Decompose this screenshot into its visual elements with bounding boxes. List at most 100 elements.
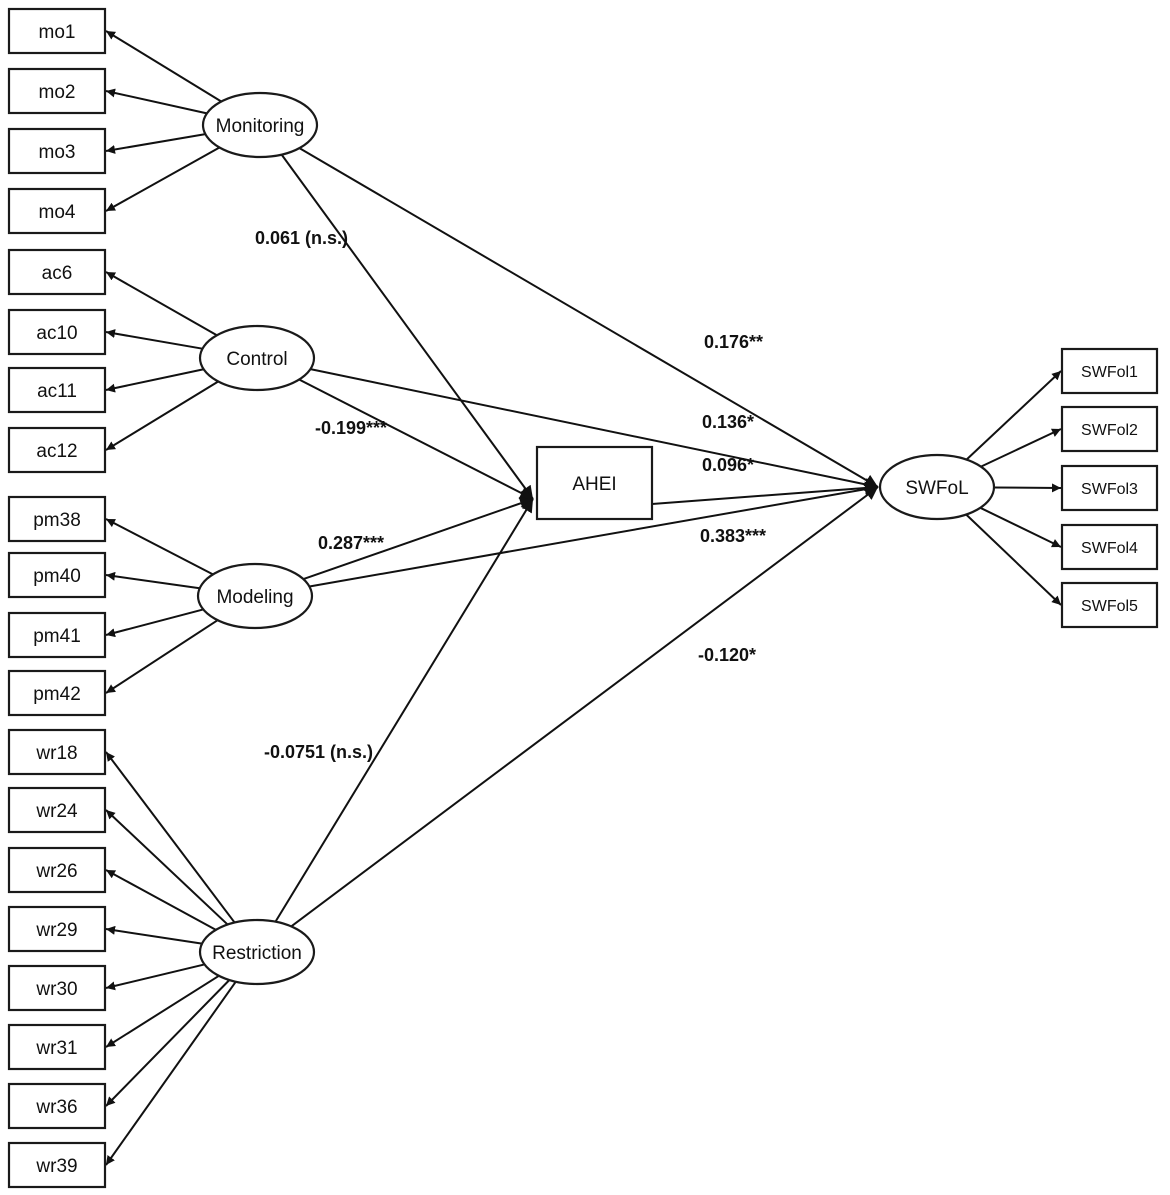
mediator-label: AHEI bbox=[572, 474, 616, 495]
indicator-label: SWFol1 bbox=[1081, 364, 1138, 381]
loading-arrow-SWFol1 bbox=[965, 370, 1062, 461]
indicator-box-mo2: mo2 bbox=[7, 67, 107, 115]
loading-arrow-SWFol5 bbox=[965, 513, 1062, 606]
loading-arrow-wr31 bbox=[105, 974, 220, 1048]
loading-arrow-SWFol3 bbox=[993, 483, 1062, 493]
latent-label: Restriction bbox=[212, 943, 302, 964]
loading-arrow-mo1 bbox=[105, 30, 222, 103]
indicator-box-wr18: wr18 bbox=[7, 728, 107, 776]
loading-arrow-ac11 bbox=[105, 368, 204, 393]
indicator-label: wr31 bbox=[35, 1038, 77, 1059]
indicator-box-SWFol1: SWFol1 bbox=[1060, 347, 1159, 395]
indicator-label: SWFol4 bbox=[1081, 540, 1138, 557]
indicator-box-SWFol4: SWFol4 bbox=[1060, 523, 1159, 571]
loading-arrow-wr24 bbox=[105, 809, 229, 926]
path-monitoring-to-swfol bbox=[298, 147, 879, 488]
mediator-box-ahei: AHEI bbox=[535, 445, 654, 521]
indicator-label: wr29 bbox=[35, 920, 77, 941]
latent-swfol: SWFoL bbox=[878, 453, 996, 521]
path-ahei-to-swfol bbox=[651, 481, 879, 505]
indicator-box-wr31: wr31 bbox=[7, 1023, 107, 1071]
indicator-box-pm40: pm40 bbox=[7, 551, 107, 599]
indicator-box-mo3: mo3 bbox=[7, 127, 107, 175]
coefficient-monitoring_swfol: 0.176** bbox=[704, 332, 763, 352]
indicator-label: ac10 bbox=[36, 323, 77, 344]
indicator-label: SWFol3 bbox=[1081, 481, 1138, 498]
indicator-label: ac11 bbox=[37, 381, 77, 402]
coefficient-control_ahei: -0.199*** bbox=[315, 418, 387, 438]
coefficient-ahei_swfol: 0.096* bbox=[702, 455, 754, 475]
indicator-label: pm40 bbox=[33, 566, 81, 587]
indicator-label: mo1 bbox=[39, 22, 76, 43]
indicator-label: wr26 bbox=[35, 861, 77, 882]
indicator-label: ac6 bbox=[42, 263, 73, 284]
loading-arrow-ac10 bbox=[105, 329, 203, 350]
indicator-box-pm42: pm42 bbox=[7, 669, 107, 717]
indicator-label: ac12 bbox=[36, 441, 77, 462]
indicator-label: SWFol2 bbox=[1081, 422, 1138, 439]
indicator-label: mo4 bbox=[39, 202, 76, 223]
loading-arrow-pm42 bbox=[105, 619, 219, 694]
indicator-label: wr39 bbox=[35, 1156, 77, 1177]
coefficient-modeling_ahei: 0.287*** bbox=[318, 533, 384, 553]
loading-arrow-mo3 bbox=[105, 133, 206, 154]
path-monitoring-to-ahei bbox=[280, 154, 534, 500]
indicator-box-ac6: ac6 bbox=[7, 248, 107, 296]
path-control-to-swfol bbox=[310, 368, 879, 491]
latent-monitoring: Monitoring bbox=[201, 91, 319, 159]
indicator-box-wr39: wr39 bbox=[7, 1141, 107, 1189]
loading-arrow-SWFol2 bbox=[980, 428, 1062, 468]
indicator-box-ac11: ac11 bbox=[7, 366, 107, 414]
indicator-box-SWFol5: SWFol5 bbox=[1060, 581, 1159, 629]
indicator-label: wr24 bbox=[35, 801, 78, 822]
loading-arrow-wr30 bbox=[105, 963, 205, 991]
indicator-box-wr29: wr29 bbox=[7, 905, 107, 953]
loading-arrow-wr26 bbox=[105, 869, 217, 931]
latent-control: Control bbox=[198, 324, 316, 392]
indicator-box-mo1: mo1 bbox=[7, 7, 107, 55]
latent-label: Monitoring bbox=[216, 116, 305, 137]
loading-arrow-pm40 bbox=[105, 571, 200, 590]
indicator-box-ac12: ac12 bbox=[7, 426, 107, 474]
indicator-label: mo3 bbox=[39, 142, 76, 163]
loading-arrow-wr39 bbox=[105, 981, 237, 1166]
indicator-label: wr18 bbox=[35, 743, 77, 764]
indicator-label: pm41 bbox=[33, 626, 81, 647]
path-restriction-to-ahei bbox=[274, 498, 534, 923]
loading-arrow-mo2 bbox=[105, 88, 208, 115]
latent-restriction: Restriction bbox=[198, 918, 316, 986]
path-modeling-to-ahei bbox=[303, 497, 534, 581]
loading-arrow-ac12 bbox=[105, 380, 219, 451]
latent-label: Control bbox=[226, 349, 287, 370]
indicator-label: wr30 bbox=[35, 979, 77, 1000]
indicator-box-wr26: wr26 bbox=[7, 846, 107, 894]
coefficient-modeling_swfol: 0.383*** bbox=[700, 526, 766, 546]
path-restriction-to-swfol bbox=[290, 486, 879, 928]
coefficient-restriction_ahei: -0.0751 (n.s.) bbox=[264, 742, 373, 762]
coefficient-monitoring_ahei: 0.061 (n.s.) bbox=[255, 228, 348, 248]
coefficient-restriction_swfol: -0.120* bbox=[698, 645, 756, 665]
latent-label: SWFoL bbox=[905, 478, 968, 499]
indicator-label: wr36 bbox=[35, 1097, 77, 1118]
indicator-box-SWFol2: SWFol2 bbox=[1060, 405, 1159, 453]
path-control-to-ahei bbox=[298, 378, 534, 500]
loading-arrow-wr29 bbox=[105, 925, 203, 945]
indicator-label: pm42 bbox=[33, 684, 81, 705]
indicator-label: pm38 bbox=[33, 510, 81, 531]
indicator-box-pm41: pm41 bbox=[7, 611, 107, 659]
indicator-box-mo4: mo4 bbox=[7, 187, 107, 235]
indicator-box-wr36: wr36 bbox=[7, 1082, 107, 1130]
loading-arrow-SWFol4 bbox=[979, 506, 1062, 548]
indicator-box-wr30: wr30 bbox=[7, 964, 107, 1012]
loading-arrow-pm41 bbox=[105, 608, 204, 638]
indicator-box-ac10: ac10 bbox=[7, 308, 107, 356]
latent-modeling: Modeling bbox=[196, 562, 314, 630]
indicator-box-SWFol3: SWFol3 bbox=[1060, 464, 1159, 512]
indicator-box-wr24: wr24 bbox=[7, 786, 107, 834]
path-modeling-to-swfol bbox=[309, 482, 879, 588]
edges bbox=[105, 30, 1062, 1166]
nodes: mo1 mo2 mo3 mo4 ac6 ac10 ac11 ac12 pm38 pm40 pm41 p… bbox=[7, 7, 1159, 1189]
coefficients: 0.061 (n.s.)0.176**-0.199***0.136*0.096*… bbox=[255, 228, 766, 762]
loading-arrow-wr36 bbox=[105, 979, 231, 1107]
